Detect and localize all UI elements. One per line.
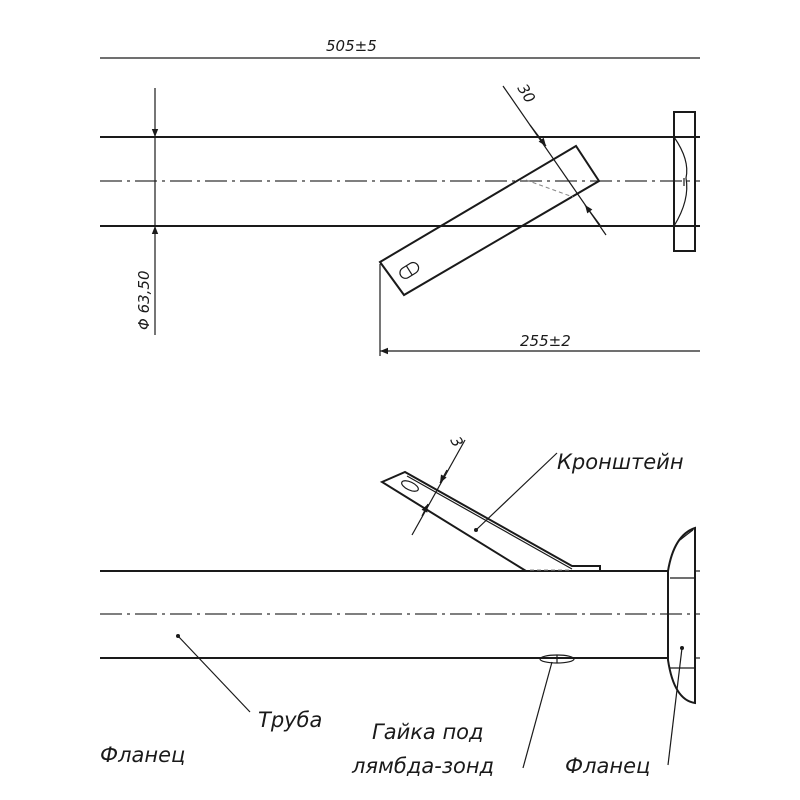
flange-side-view bbox=[667, 526, 696, 705]
bracket-thickness-dimension: 3 bbox=[446, 433, 466, 450]
top-view: 505±5 Φ 63,50 30 255±2 bbox=[100, 37, 700, 356]
bracket-position-dimension: 255±2 bbox=[520, 332, 571, 350]
bracket-top-view bbox=[378, 144, 601, 297]
bracket-thickness-arrow-bottom bbox=[421, 503, 429, 517]
nut-leader bbox=[522, 661, 553, 769]
bracket-hidden-line bbox=[525, 179, 574, 198]
pipe-leader bbox=[177, 635, 251, 713]
side-view: 3 Кронштейн Труба Гайка под лямбда-зонд … bbox=[100, 433, 700, 778]
flange-inner-curve bbox=[673, 136, 688, 227]
label-flange-right: Фланец bbox=[565, 754, 650, 778]
bracket-side-view bbox=[379, 470, 601, 572]
label-bracket: Кронштейн bbox=[557, 450, 684, 474]
bracket-slot-side bbox=[401, 480, 419, 492]
label-flange-left: Фланец bbox=[100, 743, 185, 767]
diameter-dimension: Φ 63,50 bbox=[135, 270, 153, 330]
flange-leader bbox=[667, 647, 683, 766]
bracket-width-dimension: 30 bbox=[514, 81, 539, 107]
label-nut-line2: лямбда-зонд bbox=[351, 754, 494, 778]
flange-rim bbox=[679, 529, 694, 541]
bracket-width-arrow-bottom bbox=[584, 204, 601, 226]
bracket-width-arrow-top bbox=[529, 124, 547, 147]
bracket-slot-divider bbox=[405, 265, 413, 276]
overall-length-dimension: 505±5 bbox=[326, 37, 377, 55]
bracket-leader bbox=[475, 452, 558, 531]
bracket-thickness-line bbox=[406, 475, 573, 570]
bracket-thickness-extension bbox=[411, 439, 466, 536]
label-pipe: Труба bbox=[258, 708, 322, 732]
flange-top-view bbox=[673, 111, 696, 252]
label-nut-line1: Гайка под bbox=[372, 720, 484, 744]
bracket-thickness-arrow-top bbox=[439, 469, 448, 484]
